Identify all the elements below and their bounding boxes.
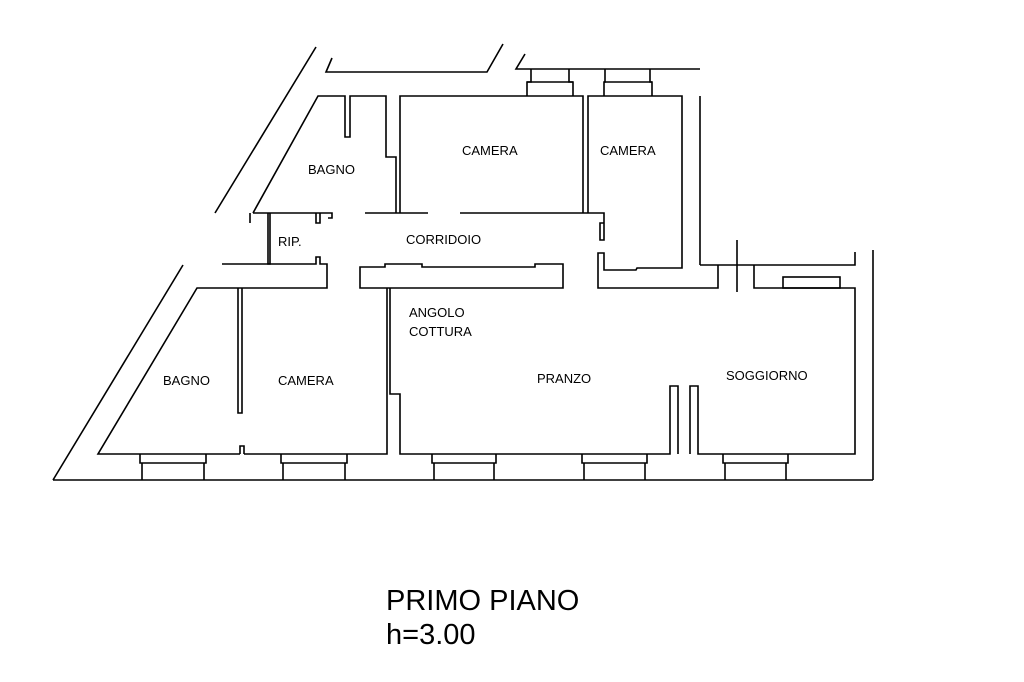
room-label-bagno-bottom: BAGNO xyxy=(163,373,210,388)
room-label-cottura: COTTURA xyxy=(409,324,472,339)
room-label-corridoio: CORRIDOIO xyxy=(406,232,482,247)
room-label-angolo: ANGOLO xyxy=(409,305,465,320)
floor-caption: PRIMO PIANO h=3.00 xyxy=(386,584,579,652)
room-label-camera-bottom: CAMERA xyxy=(278,373,334,388)
room-label-soggiorno: SOGGIORNO xyxy=(726,368,808,383)
room-label-camera-top-2: CAMERA xyxy=(600,143,656,158)
windows xyxy=(139,69,841,480)
room-label-camera-top-1: CAMERA xyxy=(462,143,518,158)
floor-name: PRIMO PIANO xyxy=(386,585,580,617)
room-label-rip: RIP. xyxy=(278,234,302,249)
ceiling-height: h=3.00 xyxy=(386,619,476,651)
exterior-walls xyxy=(52,43,874,481)
room-label-pranzo: PRANZO xyxy=(537,371,592,386)
room-label-bagno-top: BAGNO xyxy=(308,162,355,177)
interior-walls xyxy=(96,95,856,455)
